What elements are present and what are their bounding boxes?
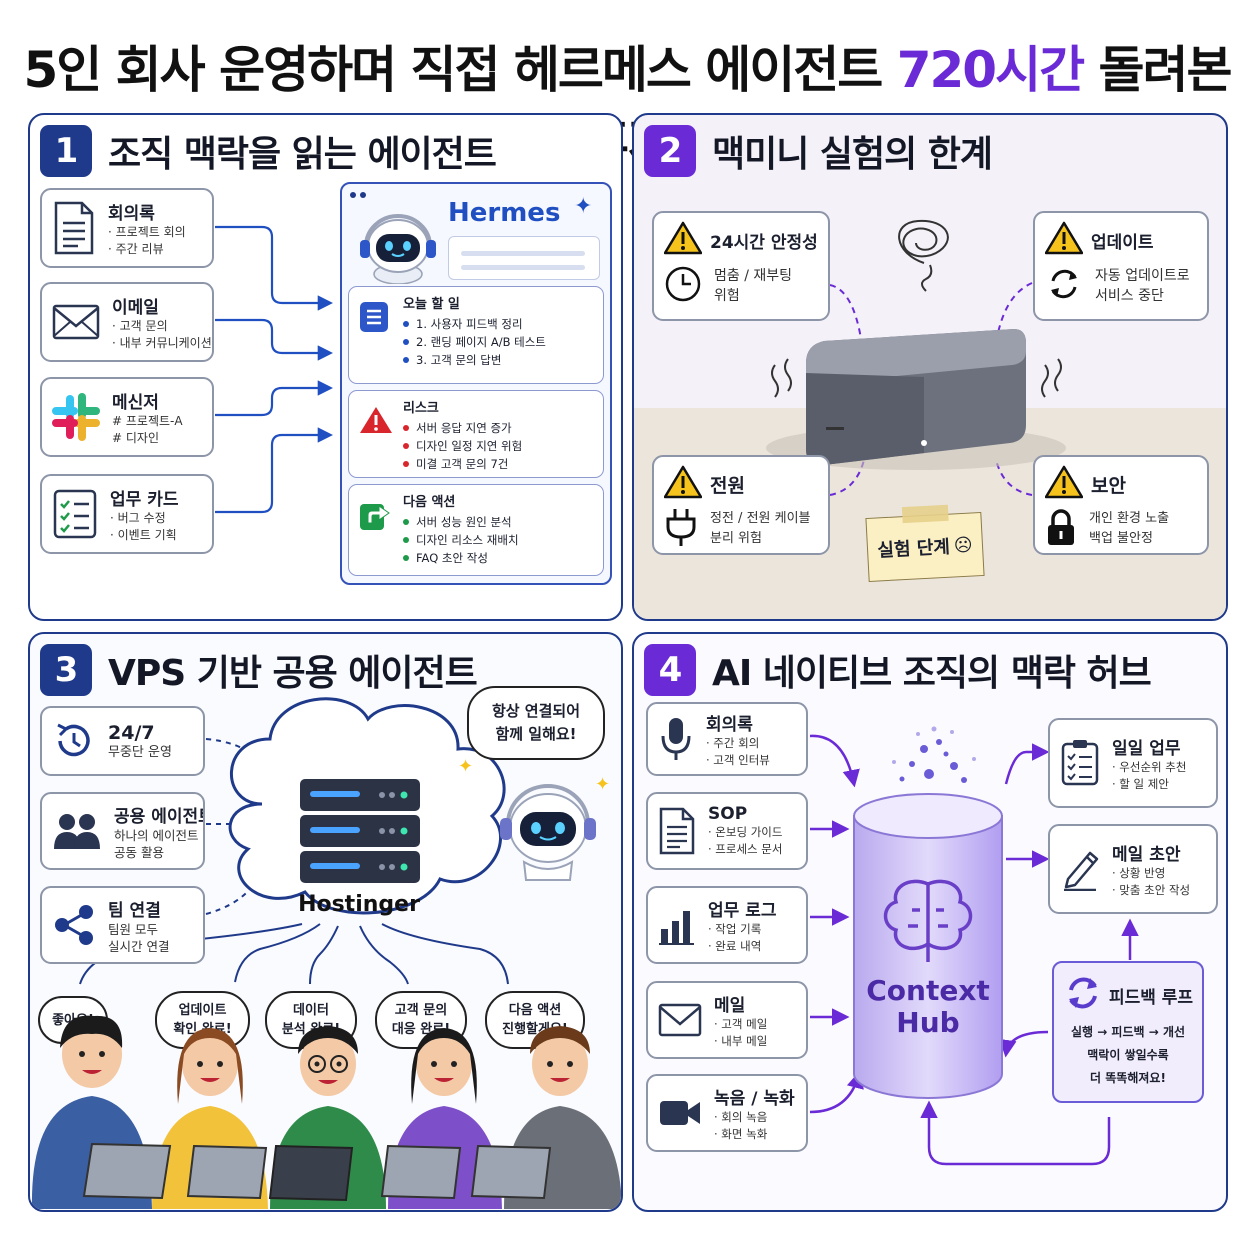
server-label: Hostinger <box>298 892 420 917</box>
warning-icon <box>1044 465 1084 503</box>
output-card-mail-draft[interactable]: 메일 초안· 상황 반영· 맞춤 초안 작성 <box>1048 824 1218 914</box>
bar-chart-icon <box>658 905 696 945</box>
next-action-section: 다음 액션 서버 성능 원인 분석 디자인 리소스 재배치 FAQ 초안 작성 <box>348 484 604 576</box>
panel-3-title: VPS 기반 공용 에이전트 <box>108 653 478 694</box>
warning-icon <box>1044 221 1084 259</box>
robot-speech-bubble: 항상 연결되어 함께 일해요! <box>467 686 605 760</box>
source-card-messenger[interactable]: 메신저# 프로젝트-A# 디자인 <box>40 377 214 457</box>
plug-icon <box>664 507 698 551</box>
panel-4-title: AI 네이티브 조직의 맥락 허브 <box>712 653 1152 694</box>
sparkle-icon: ✦ <box>458 756 474 777</box>
panel-2-number: 2 <box>644 125 696 177</box>
hub-label-1: Context <box>866 974 990 1007</box>
share-icon <box>52 903 96 947</box>
robot-avatar <box>350 204 440 288</box>
user-bubble-3: 데이터 분석 완료! <box>265 991 357 1049</box>
source-card-task[interactable]: 업무 카드· 버그 수정· 이벤트 기획 <box>40 474 214 554</box>
panel-2-heading: 2 맥미니 실험의 한계 <box>644 125 993 177</box>
panel-3-number: 3 <box>40 644 92 696</box>
warning-icon <box>663 221 703 259</box>
slack-icon <box>52 393 100 441</box>
sad-face-icon: ☹ <box>953 534 974 556</box>
source-card-email[interactable]: 이메일· 고객 문의· 내부 커뮤니케이션 <box>40 282 214 362</box>
clock-icon <box>664 265 702 307</box>
source-card-meeting[interactable]: 회의록· 프로젝트 회의· 주간 리뷰 <box>40 188 214 268</box>
checklist-icon <box>52 488 98 540</box>
tape <box>901 504 949 524</box>
input-card-meeting[interactable]: 회의록· 주간 회의· 고객 인터뷰 <box>646 702 808 776</box>
hub-label-2: Hub <box>896 1006 960 1039</box>
feedback-loop-card[interactable]: 피드백 루프 실행 → 피드백 → 개선 맥락이 쌓일수록 더 똑똑해져요! <box>1052 961 1204 1103</box>
hermes-brand: Hermes <box>448 198 561 228</box>
warning-icon <box>359 405 393 439</box>
placeholder-lines <box>448 236 600 280</box>
pen-icon <box>1060 847 1100 891</box>
forward-arrow-icon <box>359 499 391 535</box>
panel-1-number: 1 <box>40 125 92 177</box>
refresh-icon <box>1063 973 1103 1017</box>
users-icon <box>52 811 102 851</box>
panel-org-context: 1 조직 맥락을 읽는 에이전트 회의록· 프로젝트 회의· 주간 리뷰 이메일… <box>28 113 623 621</box>
mic-icon <box>658 716 694 762</box>
user-bubble-2: 업데이트 확인 완료! <box>155 991 250 1049</box>
panel-4-heading: 4 AI 네이티브 조직의 맥락 허브 <box>644 644 1152 696</box>
panel-context-hub: 4 AI 네이티브 조직의 맥락 허브 Context Hub <box>632 632 1228 1212</box>
lock-icon <box>1045 507 1077 551</box>
checklist-icon <box>1060 739 1100 787</box>
video-icon <box>658 1097 702 1129</box>
clock-cycle-icon <box>52 719 96 763</box>
mail-icon <box>658 1002 702 1038</box>
context-hub-cylinder <box>852 792 1004 1102</box>
window-dots <box>350 192 366 198</box>
input-card-work-log[interactable]: 업무 로그· 작업 기록· 완료 내역 <box>646 886 808 964</box>
document-icon <box>658 807 696 855</box>
panel-1-title: 조직 맥락을 읽는 에이전트 <box>108 134 497 175</box>
server-rack-icon <box>298 777 422 891</box>
input-card-sop[interactable]: SOP· 온보딩 가이드· 프로세스 문서 <box>646 792 808 870</box>
panel-3-heading: 3 VPS 기반 공용 에이전트 <box>40 644 478 696</box>
warning-icon <box>663 465 703 503</box>
user-bubble-4: 고객 문의 대응 완료! <box>375 991 467 1049</box>
sparkle-icon: ✦ <box>595 774 611 795</box>
input-card-recording[interactable]: 녹음 / 녹화· 회의 녹음· 화면 녹화 <box>646 1074 808 1152</box>
output-card-daily-tasks[interactable]: 일일 업무· 우선순위 추천· 할 일 제안 <box>1048 718 1218 808</box>
refresh-icon <box>1045 265 1083 307</box>
mail-icon <box>52 302 100 342</box>
task-list-icon <box>359 301 389 337</box>
input-card-mail[interactable]: 메일· 고객 메일· 내부 메일 <box>646 981 808 1059</box>
user-bubble-1: 좋아요! <box>38 996 108 1044</box>
panel-2-title: 맥미니 실험의 한계 <box>712 134 993 175</box>
experiment-stage-note: 실험 단계☹ <box>865 504 985 582</box>
risk-section: 리스크 서버 응답 지연 증가 디자인 일정 지연 위험 미결 고객 문의 7건 <box>348 390 604 478</box>
hermes-window: Hermes ✦ 오늘 할 일 1. 사용자 피드백 정리 2. 랜딩 페이지 … <box>340 182 612 585</box>
laptops <box>82 1142 552 1202</box>
today-tasks-section: 오늘 할 일 1. 사용자 피드백 정리 2. 랜딩 페이지 A/B 테스트 3… <box>348 286 604 384</box>
sparkle-icon: ✦ <box>574 194 593 219</box>
panel-1-heading: 1 조직 맥락을 읽는 에이전트 <box>40 125 497 177</box>
panel-4-number: 4 <box>644 644 696 696</box>
document-icon <box>52 201 96 255</box>
robot-avatar <box>488 772 600 886</box>
user-bubble-5: 다음 액션 진행할게요! <box>485 991 585 1049</box>
